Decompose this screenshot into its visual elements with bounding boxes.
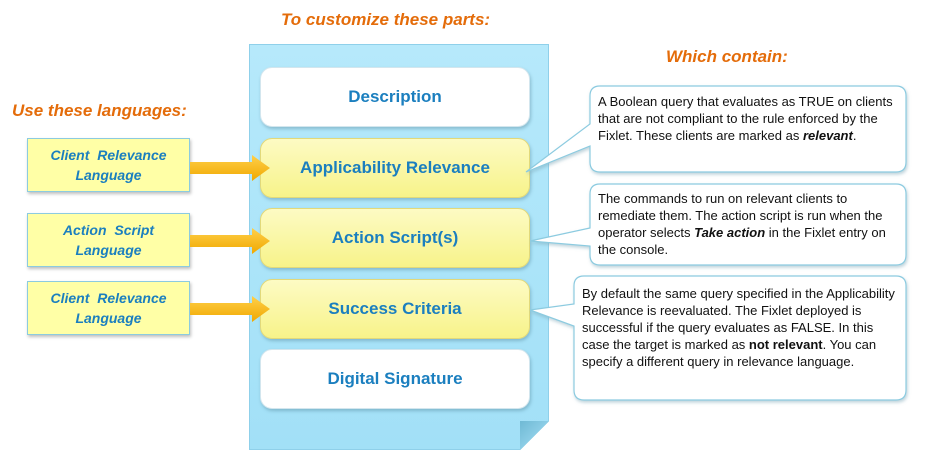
part-success-criteria: Success Criteria: [260, 279, 530, 339]
language-box-action-script: Action Script Language: [27, 213, 190, 267]
contain-heading: Which contain:: [666, 47, 788, 66]
languages-heading: Use these languages:: [12, 101, 187, 120]
parts-heading: To customize these parts:: [281, 10, 491, 29]
callout-text: in the Fixlet entry on the console.: [598, 225, 886, 257]
callout-text: The commands to run on relevant clients …: [598, 191, 883, 240]
callout-text: .: [852, 128, 857, 143]
part-description: Description: [260, 67, 530, 127]
arrow-right-icon: [190, 296, 270, 322]
language-line: Action Script: [62, 222, 155, 238]
language-box-client-relevance-2: Client Relevance Language: [27, 281, 190, 335]
part-applicability-relevance: Applicability Relevance: [260, 138, 530, 198]
arrow-right-icon: [190, 228, 270, 254]
language-line: Language: [75, 167, 142, 183]
callout-text: . You can specify a different query in r…: [582, 337, 877, 369]
callout-applicability-text: A Boolean query that evaluates as TRUE o…: [598, 93, 898, 144]
language-line: Client Relevance: [50, 147, 167, 163]
callout-emphasis: Take action: [694, 225, 766, 240]
language-line: Client Relevance: [50, 290, 167, 306]
language-line: Language: [75, 242, 142, 258]
language-line: Language: [75, 310, 142, 326]
language-box-client-relevance-1: Client Relevance Language: [27, 138, 190, 192]
callout-action-text: The commands to run on relevant clients …: [598, 190, 898, 258]
callout-success-text: By default the same query specified in t…: [582, 285, 898, 370]
callout-emphasis: not relevant: [748, 337, 823, 352]
arrow-right-icon: [190, 155, 270, 181]
part-action-scripts: Action Script(s): [260, 208, 530, 268]
document-page-curl: [520, 421, 549, 450]
callout-text: A Boolean query that evaluates as TRUE o…: [598, 94, 893, 143]
callout-text: By default the same query specified in t…: [582, 286, 895, 352]
part-digital-signature: Digital Signature: [260, 349, 530, 409]
callout-emphasis: relevant: [802, 128, 853, 143]
